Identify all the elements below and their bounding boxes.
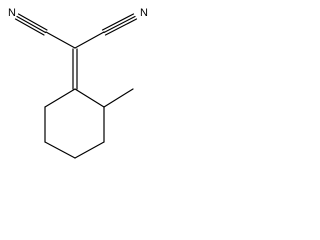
ring-bond-3 — [74, 141, 105, 159]
nitrile-bond-right-c — [104, 18, 138, 36]
nitrile-bond-left-a — [16, 15, 47, 34]
molecule-structure: N N — [8, 7, 148, 159]
bond-central-left — [45, 31, 76, 49]
nitrile-bond-right-b — [101, 13, 135, 31]
nitrogen-atom-left: N — [8, 7, 16, 19]
ring-bond-6 — [44, 88, 76, 108]
nitrile-bond-right-a — [103, 15, 136, 34]
ring-bond-4 — [44, 141, 76, 159]
structure-canvas: N N — [0, 0, 154, 174]
nitrile-bond-left-c — [14, 18, 45, 36]
methyl-bond — [103, 88, 134, 108]
ring-bond-1 — [74, 88, 105, 108]
nitrogen-atom-right: N — [140, 7, 148, 19]
bond-central-right — [74, 31, 105, 49]
nitrile-bond-left-b — [17, 13, 48, 31]
